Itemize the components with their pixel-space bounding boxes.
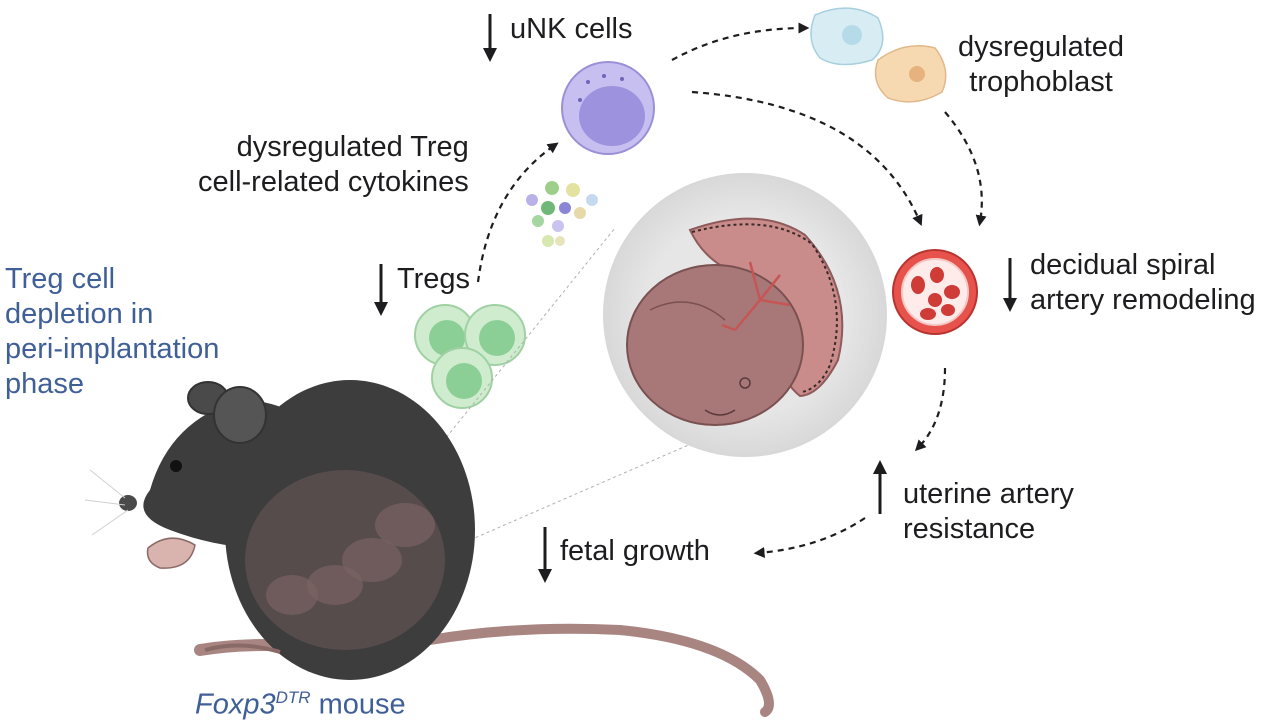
fetal-growth-label: fetal growth [560,535,710,567]
cytokines-icon [526,181,598,247]
down-arrow-icon [374,264,388,316]
up-arrow-icon [873,460,887,514]
mouse-model-label: Foxp3DTR mouse [195,688,406,721]
flow-arrows [476,22,987,558]
unk-cell-icon [561,61,655,155]
mouse-icon [84,380,774,717]
unk-cells-label: uNK cells [510,13,633,45]
zoom-lines [419,227,701,541]
trophoblast-cells-icon [810,7,947,103]
treg-cells-icon [414,304,526,409]
arrow-trophoblast-to-spiral [944,111,987,227]
arrow-uterine-to-fetal [753,517,866,558]
tregs-label: Tregs [397,263,471,295]
down-arrow-icon [483,14,497,62]
arrow-unk-to-trophoblast [671,22,810,61]
arrow-spiral-to-uterine [914,367,947,452]
arrow-unk-to-spiral [691,90,923,227]
embryo-icon [603,173,887,457]
down-arrow-icon [538,527,552,583]
arrow-tregs-to-unk [476,142,559,283]
spiral-artery-icon [892,249,978,335]
down-arrow-icon [1003,258,1017,312]
